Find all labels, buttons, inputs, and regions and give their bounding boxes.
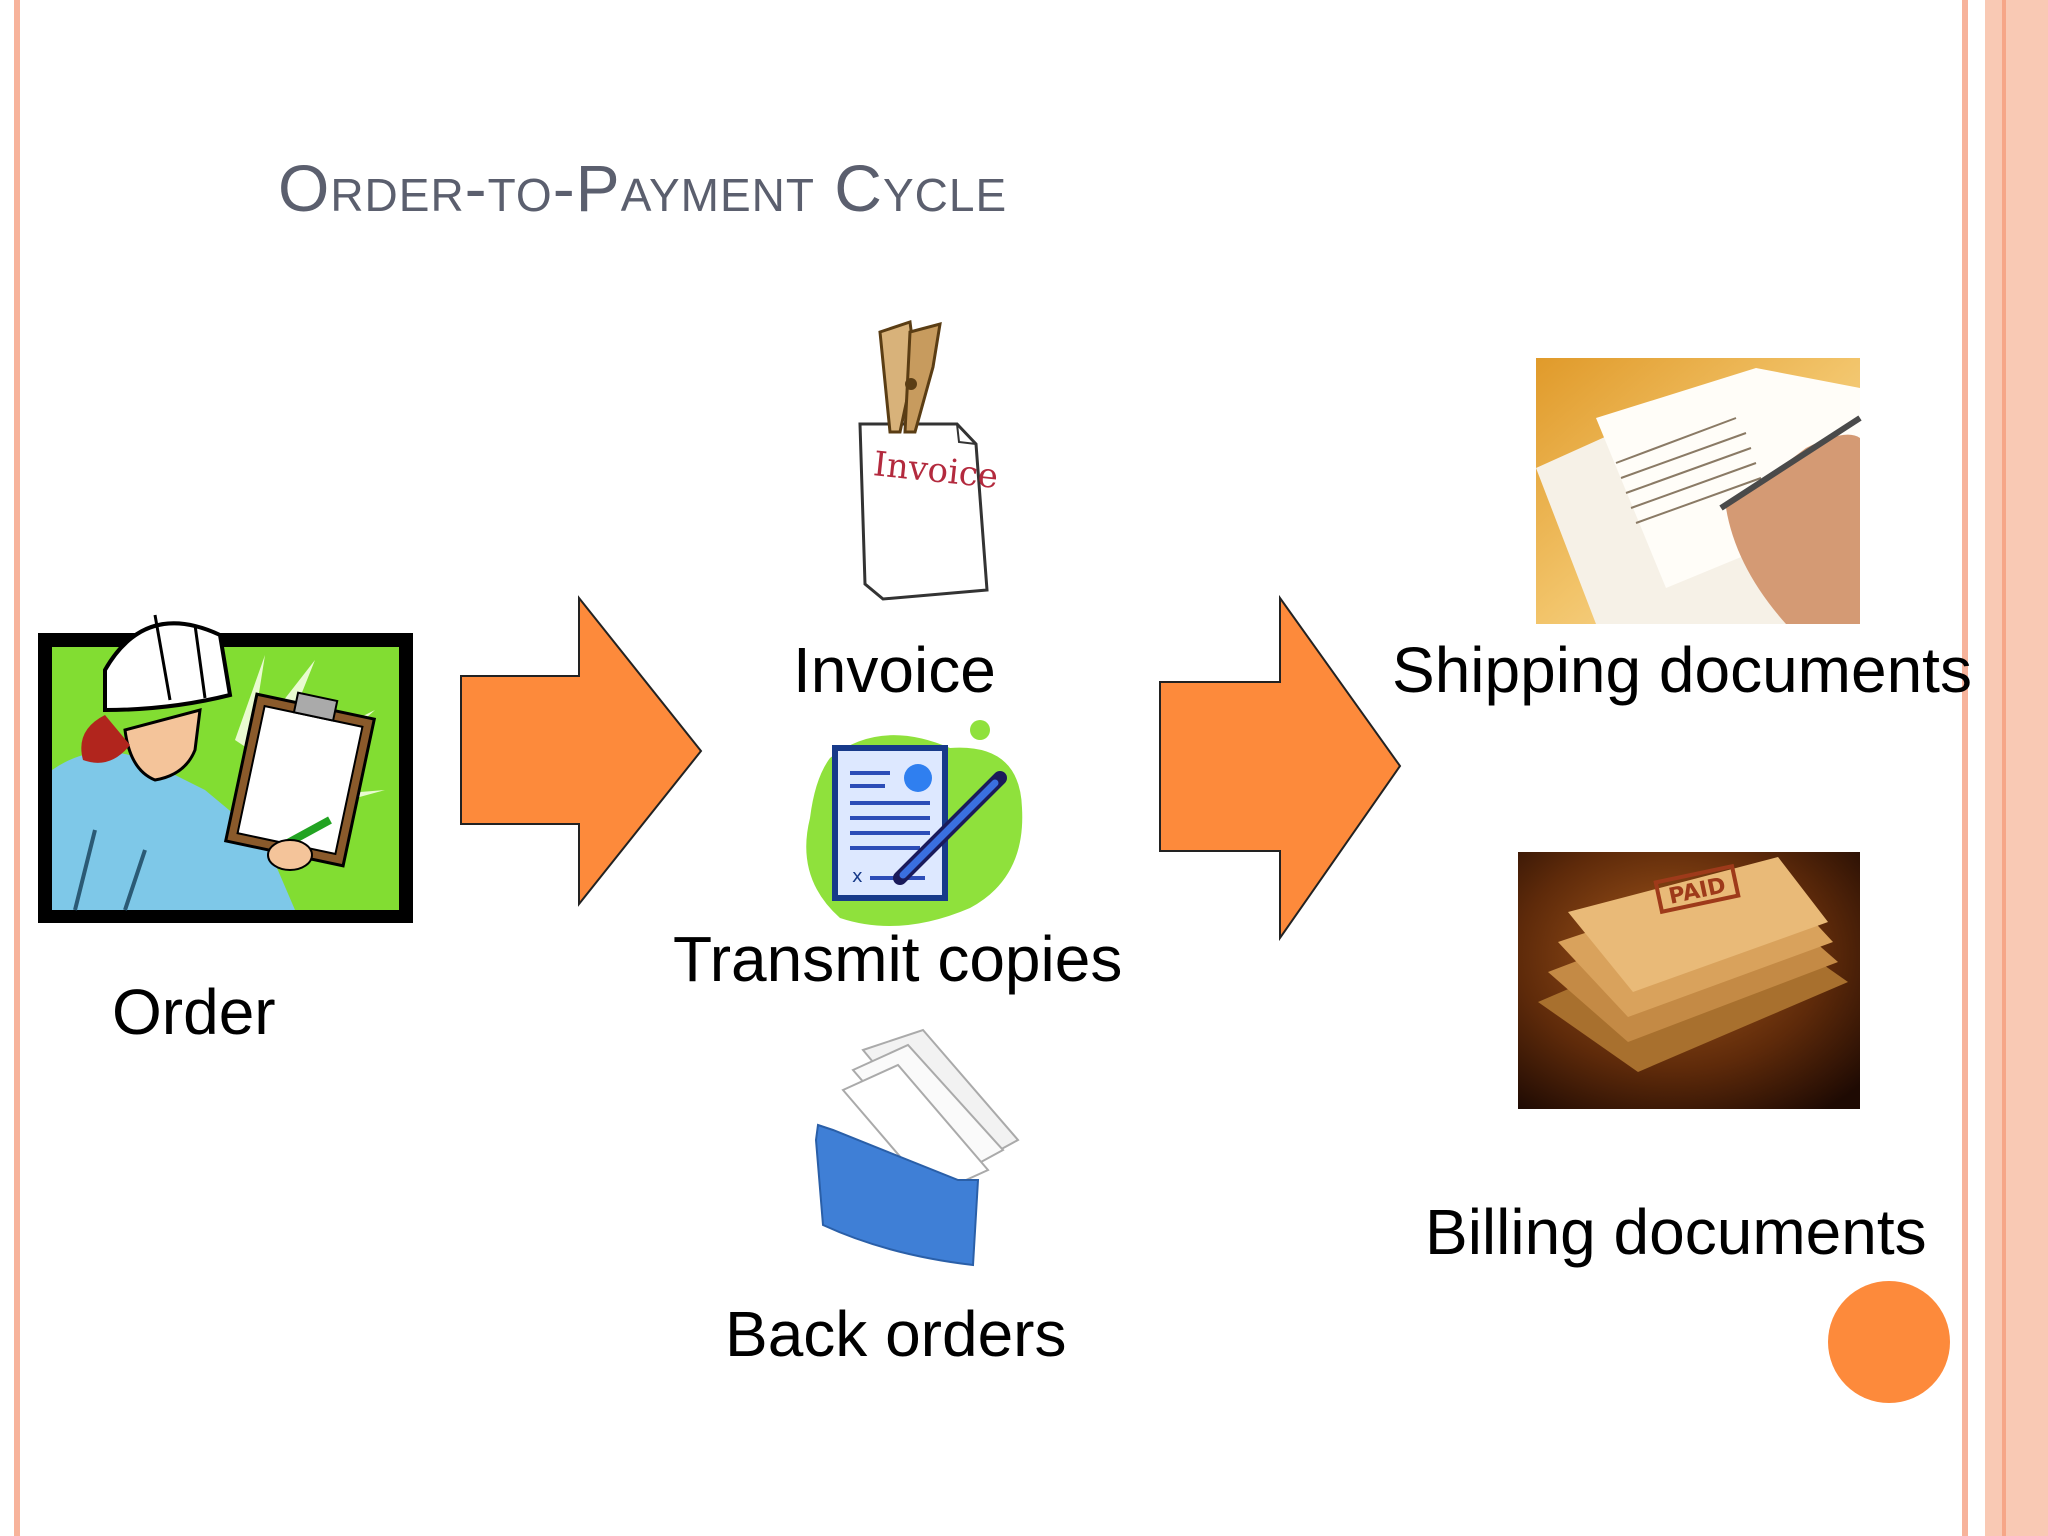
signing-document-photo-icon bbox=[1536, 358, 1862, 624]
center-item-label: Back orders bbox=[725, 1298, 1067, 1370]
signed-document-pen-icon: x bbox=[806, 720, 1023, 926]
accent-circle bbox=[1828, 1281, 1950, 1403]
folder-papers-icon bbox=[814, 1028, 1020, 1267]
arrow-order-to-center bbox=[460, 595, 703, 907]
center-item-label: Transmit copies bbox=[673, 923, 1123, 995]
center-item-label: Invoice bbox=[793, 634, 996, 706]
arrow-center-to-right bbox=[1159, 594, 1402, 942]
svg-text:x: x bbox=[852, 866, 863, 887]
invoice-paper-clip-icon: Invoice bbox=[858, 319, 1000, 601]
slide-title: Order-to-Payment Cycle bbox=[278, 151, 1008, 225]
right-border-inner bbox=[1985, 0, 2048, 1536]
order-label: Order bbox=[112, 976, 276, 1048]
right-item-label: Shipping documents bbox=[1392, 634, 1972, 706]
right-border-line bbox=[2002, 0, 2006, 1536]
paid-documents-stack-photo-icon: PAID bbox=[1518, 852, 1860, 1109]
left-border bbox=[14, 0, 20, 1536]
right-item-label: Billing documents bbox=[1425, 1196, 1927, 1268]
worker-with-clipboard-icon bbox=[38, 614, 413, 923]
right-border-outer bbox=[1962, 0, 1968, 1536]
